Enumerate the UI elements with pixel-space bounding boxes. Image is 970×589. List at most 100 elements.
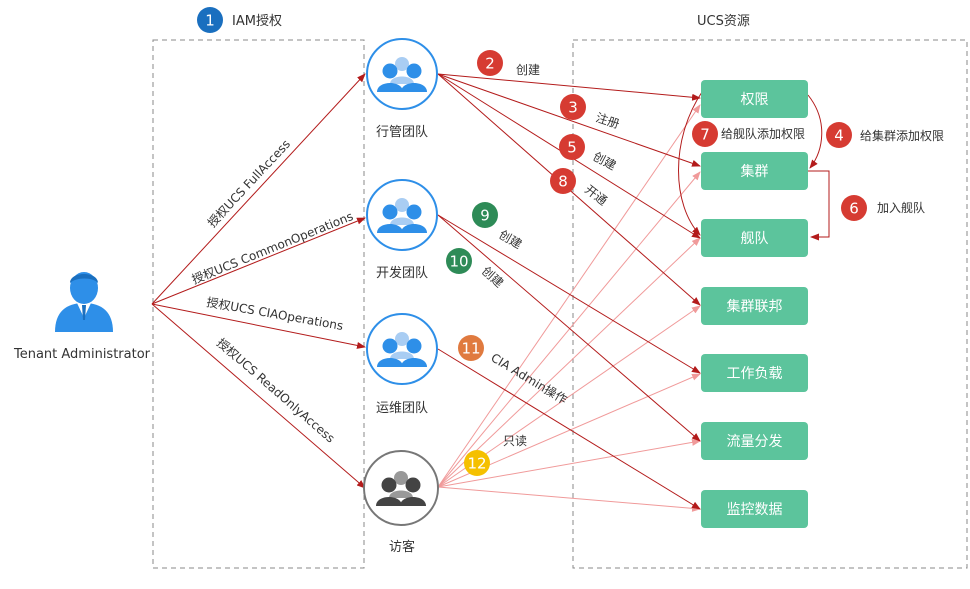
step-label-4: 给集群添加权限 — [860, 128, 944, 143]
arrow-create-traffic — [437, 214, 701, 442]
step-badge-12 — [464, 450, 490, 476]
arrow-cluster-to-fleet — [808, 170, 830, 241]
step-8: 8 开通 — [550, 168, 610, 208]
arrow-create-workload — [437, 214, 701, 374]
step-badge-2 — [477, 50, 503, 76]
readonly-arrows — [437, 104, 701, 512]
resource-fleet: 舰队 — [701, 219, 808, 257]
step-5: 5 创建 — [559, 134, 618, 173]
resource-workload-label: 工作负载 — [727, 366, 783, 382]
team-guest-label: 访客 — [389, 539, 415, 555]
step-badge-6 — [841, 195, 867, 221]
arrow-admin-to-dev — [151, 217, 366, 305]
readonly-arrow-monitor — [437, 486, 701, 512]
step-badge-5 — [559, 134, 585, 160]
step-label-7: 给舰队添加权限 — [721, 126, 805, 141]
readonly-arrow-traffic — [437, 438, 701, 488]
arrow-admin-to-guest — [151, 303, 366, 489]
step-12: 12 只读 — [464, 434, 527, 476]
tenant-admin: Tenant Administrator — [13, 272, 151, 362]
step-badge-4 — [826, 122, 852, 148]
step-label-10: 创建 — [479, 264, 506, 290]
step-badge-1-number: 1 — [205, 12, 215, 30]
team-ops-icon — [377, 332, 427, 367]
step-badge-11 — [458, 335, 484, 361]
readonly-arrow-cluster — [437, 171, 701, 488]
step-label-5: 创建 — [591, 149, 619, 173]
step-label-2: 创建 — [516, 63, 540, 77]
resource-permission-label: 权限 — [741, 92, 769, 108]
resource-permission: 权限 — [701, 80, 808, 118]
admin-person-icon — [55, 272, 113, 332]
step-label-12: 只读 — [503, 434, 527, 448]
step-badge-2-number: 2 — [485, 55, 495, 73]
step-4: 4 给集群添加权限 — [826, 122, 944, 148]
step-badge-4-number: 4 — [834, 127, 844, 145]
iam-section-title: IAM授权 — [232, 13, 282, 29]
step-2: 2 创建 — [477, 50, 540, 77]
team-ops-label: 运维团队 — [376, 401, 428, 416]
resource-federation-label: 集群联邦 — [727, 298, 783, 315]
arrow-cia-monitor — [437, 348, 701, 510]
ucs-section-box — [572, 39, 968, 569]
arrow-create-permission — [437, 73, 701, 101]
step-badge-10 — [446, 248, 472, 274]
step-badge-1 — [197, 7, 223, 33]
step-badge-9-number: 9 — [480, 207, 490, 225]
resource-federation: 集群联邦 — [701, 287, 808, 325]
step-label-9: 创建 — [497, 227, 525, 251]
step-badge-6-number: 6 — [849, 200, 859, 218]
team-dev-label: 开发团队 — [376, 265, 428, 281]
permission-label-full: 授权UCS FullAccess — [204, 136, 293, 230]
permission-labels: 授权UCS FullAccess 授权UCS CommonOperations … — [190, 136, 356, 445]
team-dev — [366, 179, 438, 251]
step-label-6: 加入舰队 — [877, 200, 925, 215]
resource-fleet-label: 舰队 — [741, 231, 769, 247]
step-badge-11-number: 11 — [461, 340, 480, 358]
step-badge-3-number: 3 — [568, 99, 578, 117]
step-label-11: CIA Admin操作 — [488, 350, 570, 407]
team-dev-icon — [377, 198, 427, 233]
team-ops-admin-label: 行管团队 — [376, 125, 428, 140]
ucs-section-title: UCS资源 — [697, 14, 750, 29]
resource-monitor-label: 监控数据 — [727, 502, 783, 518]
step-badge-10-number: 10 — [449, 253, 468, 271]
admin-label: Tenant Administrator — [13, 347, 151, 362]
team-guest-icon — [376, 471, 426, 506]
arrow-permission-to-fleet — [678, 91, 703, 236]
step-9: 9 创建 — [472, 202, 524, 252]
resource-workload: 工作负载 — [701, 354, 808, 392]
team-guest — [363, 450, 439, 526]
resource-monitor: 监控数据 — [701, 490, 808, 528]
iam-title-group: 1 IAM授权 — [197, 7, 282, 33]
operation-arrows — [151, 73, 830, 510]
step-badge-5-number: 5 — [567, 139, 577, 157]
resource-traffic: 流量分发 — [701, 422, 808, 460]
step-badge-8-number: 8 — [558, 173, 568, 191]
arrow-admin-to-ops — [151, 303, 366, 349]
step-badge-9 — [472, 202, 498, 228]
step-6: 6 加入舰队 — [841, 195, 925, 221]
step-badge-12-number: 12 — [467, 455, 486, 473]
arrow-permission-to-cluster — [807, 94, 823, 169]
step-10: 10 创建 — [446, 248, 506, 290]
arrow-register-cluster — [437, 73, 701, 167]
permission-label-cia: 授权UCS CIAOperations — [205, 294, 344, 333]
step-badge-8 — [550, 168, 576, 194]
step-3: 3 注册 — [560, 94, 622, 131]
step-label-3: 注册 — [594, 110, 621, 132]
team-ops — [366, 313, 438, 385]
step-7: 7 给舰队添加权限 — [692, 121, 805, 147]
resource-cluster-label: 集群 — [741, 163, 769, 180]
step-badge-7 — [692, 121, 718, 147]
step-badge-3 — [560, 94, 586, 120]
step-badge-7-number: 7 — [700, 126, 710, 144]
arrow-admin-to-ops-admin — [151, 73, 366, 305]
resource-traffic-label: 流量分发 — [727, 434, 783, 450]
readonly-arrow-permission — [437, 104, 701, 488]
team-ops-admin — [366, 38, 438, 110]
permission-label-readonly: 授权UCS ReadOnlyAccess — [214, 335, 338, 446]
readonly-arrow-fleet — [437, 237, 701, 488]
